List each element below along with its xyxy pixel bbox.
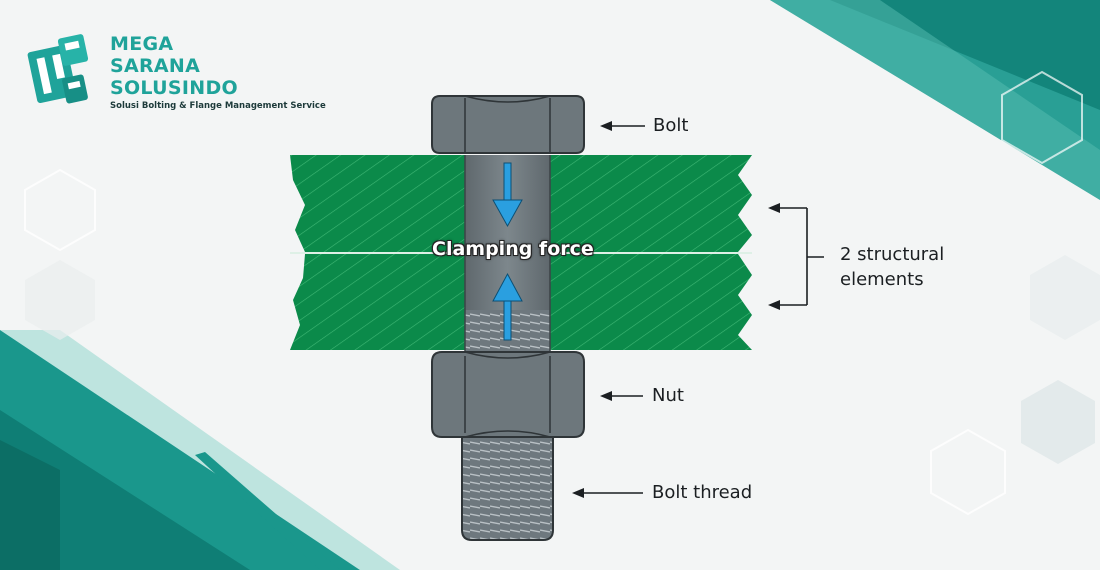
arrow-up-icon: [492, 272, 523, 341]
pointer-arrows: [572, 121, 824, 498]
clamping-force-label: Clamping force: [432, 238, 594, 260]
brand-block: MEGA SARANA SOLUSINDO Solusi Bolting & F…: [28, 28, 326, 118]
brand-name-line3: SOLUSINDO: [110, 77, 238, 99]
bolt-thread-end: [461, 436, 554, 541]
structural-label-line1: 2 structural: [840, 244, 945, 265]
bolt-label: Bolt: [653, 115, 689, 136]
nut: [431, 351, 585, 438]
brand-tagline: Solusi Bolting & Flange Management Servi…: [110, 101, 326, 111]
msi-monogram-icon: [27, 34, 89, 104]
bolt-thread-label: Bolt thread: [652, 482, 753, 503]
bolt-head: [431, 95, 585, 154]
brand-name-line1: MEGA: [110, 33, 174, 55]
nut-label: Nut: [652, 385, 684, 406]
brand-name-line2: SARANA: [110, 55, 201, 77]
structural-label-line2: elements: [840, 269, 924, 290]
arrow-down-icon: [492, 162, 523, 228]
